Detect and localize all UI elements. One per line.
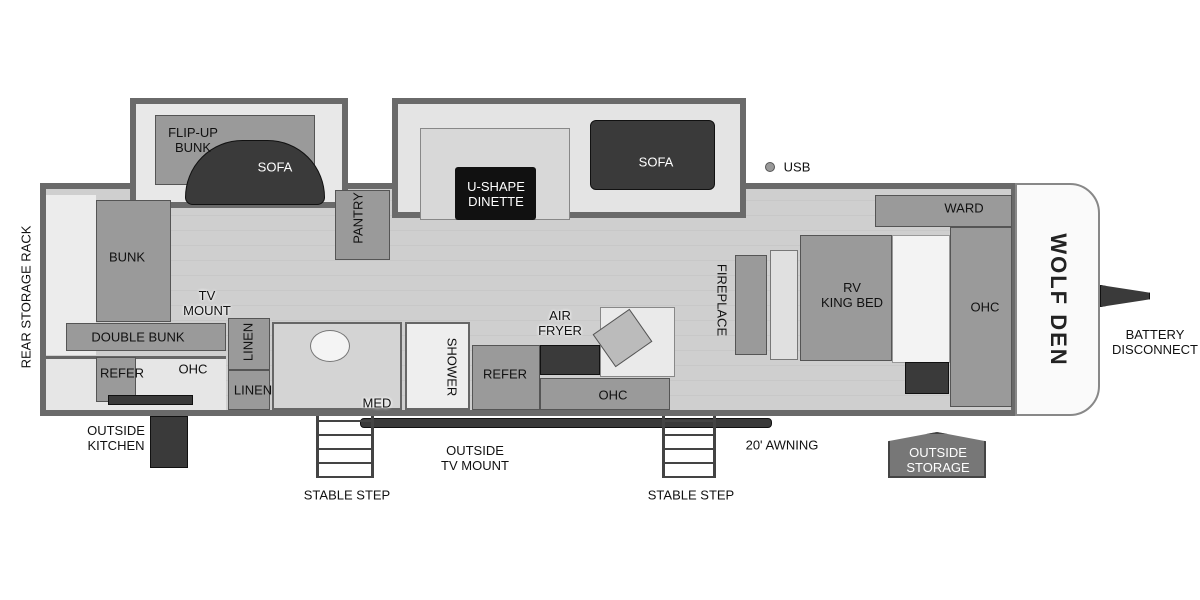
wardrobe	[875, 195, 1012, 227]
pantry	[335, 190, 390, 260]
label-med: MED	[362, 395, 392, 411]
label-linen-2: LINEN	[233, 382, 273, 398]
label-ohc-front: OHC	[970, 299, 1000, 315]
label-outside-tv-mount: OUTSIDE TV MOUNT	[441, 443, 509, 473]
label-battery-disconnect: BATTERY DISCONNECT	[1112, 327, 1198, 357]
fireplace	[735, 255, 767, 355]
label-ohc-kitchen: OHC	[598, 387, 628, 403]
label-double-bunk: DOUBLE BUNK	[91, 329, 185, 345]
linen-cabinet-2	[228, 370, 270, 410]
label-u-shape-dinette: U-SHAPE DINETTE	[467, 179, 525, 209]
label-pantry: PANTRY	[350, 192, 366, 244]
front-sofa	[590, 120, 715, 190]
outside-storage-box	[888, 432, 986, 478]
label-bunk: BUNK	[108, 249, 146, 265]
label-usb: USB	[783, 159, 811, 175]
label-shower: SHOWER	[444, 337, 460, 397]
label-refer-kitchen: REFER	[482, 366, 528, 382]
bunk	[96, 200, 171, 322]
rear-refer	[96, 357, 136, 402]
label-outside-storage: OUTSIDE STORAGE	[906, 445, 970, 475]
logo: WOLF DEN	[1046, 233, 1071, 367]
toilet	[310, 330, 350, 362]
label-sofa-rear: SOFA	[257, 159, 293, 175]
label-flip-up-bunk: FLIP-UP BUNK	[168, 125, 218, 155]
label-ward: WARD	[944, 200, 984, 216]
bedroom-wall	[770, 250, 798, 360]
stable-step-1	[316, 416, 374, 478]
label-fireplace: FIREPLACE	[714, 263, 730, 337]
label-refer-rear: REFER	[99, 365, 145, 381]
label-rear-storage-rack: REAR STORAGE RACK	[18, 225, 34, 369]
outside-kitchen-counter	[108, 395, 193, 405]
double-bunk	[66, 323, 226, 351]
stable-step-2	[662, 416, 716, 478]
label-awning: 20' AWNING	[745, 437, 819, 453]
hitch	[1100, 285, 1150, 307]
front-cap	[1015, 183, 1100, 416]
label-air-fryer: AIR FRYER	[538, 308, 582, 338]
label-ohc-rear: OHC	[178, 361, 208, 377]
label-rv-king-bed: RV KING BED	[820, 280, 884, 310]
stove-air-fryer	[540, 345, 600, 375]
front-ohc	[950, 227, 1012, 407]
shower-stall	[405, 322, 470, 410]
front-nightstand	[905, 362, 949, 394]
linen-cabinet-1	[228, 318, 270, 370]
label-outside-kitchen: OUTSIDE KITCHEN	[87, 423, 145, 453]
label-tv-mount: TV MOUNT	[183, 288, 231, 318]
kitchen-refer	[472, 345, 540, 410]
label-stable-step-2: STABLE STEP	[647, 487, 735, 503]
rear-sofa	[185, 140, 325, 205]
usb-dot	[765, 162, 775, 172]
label-stable-step-1: STABLE STEP	[303, 487, 391, 503]
kitchen-counter	[540, 378, 670, 410]
label-linen-1: LINEN	[240, 322, 256, 362]
king-bed	[800, 235, 892, 361]
label-sofa-front: SOFA	[638, 154, 674, 170]
outside-kitchen-post	[150, 416, 188, 468]
nightstand-area	[892, 235, 950, 363]
dinette-label-box	[455, 167, 536, 220]
